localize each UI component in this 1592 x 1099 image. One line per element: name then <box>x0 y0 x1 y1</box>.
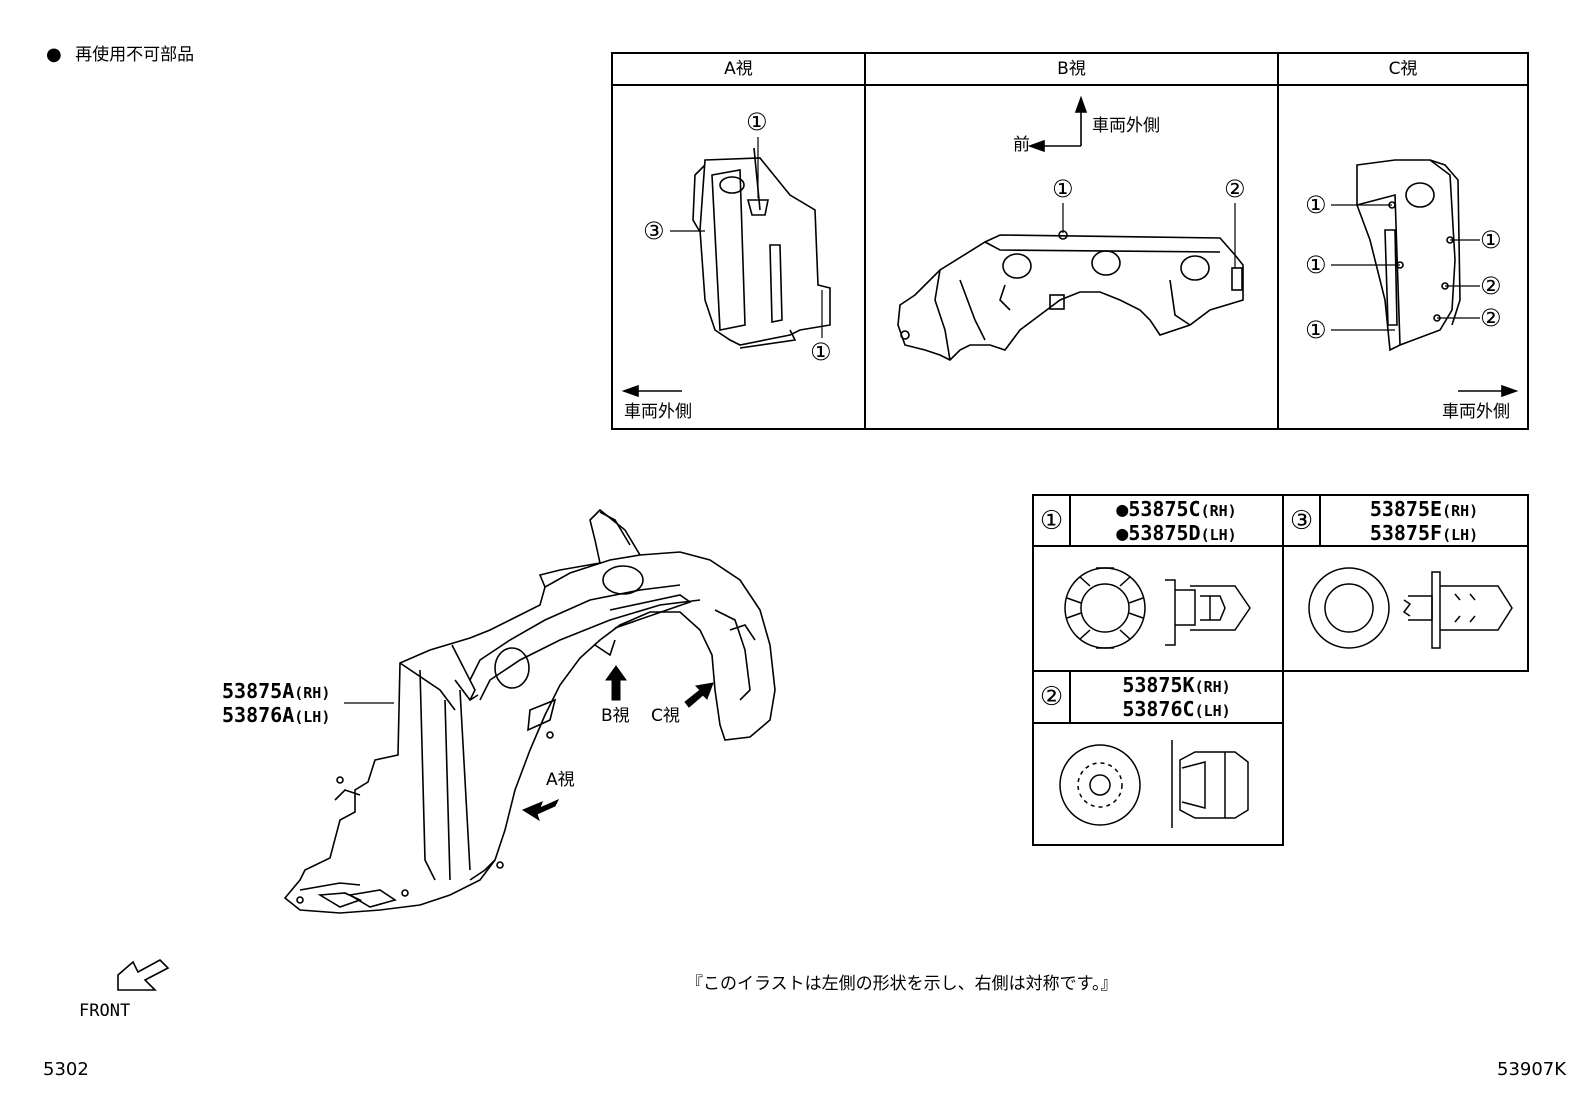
view-a-callout-3: ③ <box>643 217 665 245</box>
view-b-title: B視 <box>1057 58 1086 79</box>
view-b-dir-front: 前 <box>1013 135 1030 155</box>
part-1-number: ① <box>1039 505 1064 536</box>
view-a-arrow <box>621 384 682 398</box>
parts-table <box>1032 494 1529 846</box>
view-c-callout-1a: ① <box>1305 191 1327 219</box>
view-b-leaders <box>1062 203 1236 268</box>
part-1-code-lh: ●53875D <box>1116 521 1201 545</box>
view-c-callout-1d: ① <box>1480 226 1502 254</box>
view-a-note: 車両外側 <box>624 402 692 422</box>
clip-3-drawing <box>1308 567 1513 649</box>
page-code: 5302 <box>43 1059 89 1080</box>
part-2-code-rh: 53875K <box>1122 673 1195 697</box>
view-c-callout-2b: ② <box>1480 304 1502 332</box>
part-1-numbers: ●53875C(RH) ●53875D(LH) <box>1070 498 1283 546</box>
view-c-callout-1c: ① <box>1305 316 1327 344</box>
main-view-c-label: C視 <box>651 706 680 726</box>
main-part-side-rh: (RH) <box>294 684 331 702</box>
view-a-callout-1-bottom: ① <box>810 338 832 366</box>
view-c-callout-2a: ② <box>1480 272 1502 300</box>
legend-text: 再使用不可部品 <box>75 45 195 65</box>
part-2-side-lh: (LH) <box>1194 702 1231 720</box>
view-b-direction <box>1027 95 1088 153</box>
main-view-b-label: B視 <box>601 706 630 726</box>
view-arrows <box>521 665 714 822</box>
part-2-code-lh: 53876C <box>1122 697 1195 721</box>
part-3-side-lh: (LH) <box>1442 526 1479 544</box>
view-a-callout-1-top: ① <box>746 108 768 136</box>
part-3-code-lh: 53875F <box>1369 521 1443 545</box>
view-b-callout-2: ② <box>1224 175 1246 203</box>
part-2-number: ② <box>1039 682 1064 712</box>
part-1-side-lh: (LH) <box>1200 526 1237 544</box>
part-2-numbers: 53875K(RH) 53876C(LH) <box>1070 674 1283 722</box>
part-3-numbers: 53875E(RH) 53875F(LH) <box>1320 498 1528 546</box>
figure-code: 53907K <box>1497 1059 1567 1080</box>
part-1-code-rh: ●53875C <box>1116 497 1201 521</box>
front-arrow <box>117 959 170 991</box>
main-part-side-lh: (LH) <box>294 708 331 726</box>
view-c-leaders <box>1331 204 1480 331</box>
view-a-leaders <box>670 137 823 338</box>
main-part-numbers: 53875A(RH) 53876A(LH) <box>222 680 330 728</box>
part-3-number: ③ <box>1289 505 1314 536</box>
legend-bullet: ● <box>46 44 62 65</box>
view-c-note: 車両外側 <box>1442 402 1510 422</box>
main-view-a-label: A視 <box>546 770 575 790</box>
view-b-dir-out: 車両外側 <box>1092 116 1160 136</box>
symmetry-note: 『このイラストは左側の形状を示し、右側は対称です。』 <box>686 974 1118 994</box>
part-3-side-rh: (RH) <box>1442 502 1479 520</box>
fender-liner-drawing <box>283 508 776 914</box>
view-a-drawing <box>692 147 831 349</box>
view-b-drawing <box>897 230 1244 361</box>
main-part-code-rh: 53875A <box>222 679 295 703</box>
view-c-title: C視 <box>1388 58 1418 79</box>
part-1-side-rh: (RH) <box>1200 502 1237 520</box>
view-a-title: A視 <box>724 58 753 79</box>
view-c-callout-1b: ① <box>1305 251 1327 279</box>
part-2-side-rh: (RH) <box>1194 678 1231 696</box>
legend: ● 再使用不可部品 <box>46 46 194 64</box>
main-part-code-lh: 53876A <box>222 703 295 727</box>
part-3-code-rh: 53875E <box>1369 497 1443 521</box>
clip-1-drawing <box>1064 567 1251 649</box>
front-label: FRONT <box>79 1001 131 1021</box>
view-b-callout-1: ① <box>1052 175 1074 203</box>
clip-2-drawing <box>1059 740 1249 828</box>
view-c-arrow <box>1458 384 1519 398</box>
view-c-drawing <box>1356 159 1461 352</box>
